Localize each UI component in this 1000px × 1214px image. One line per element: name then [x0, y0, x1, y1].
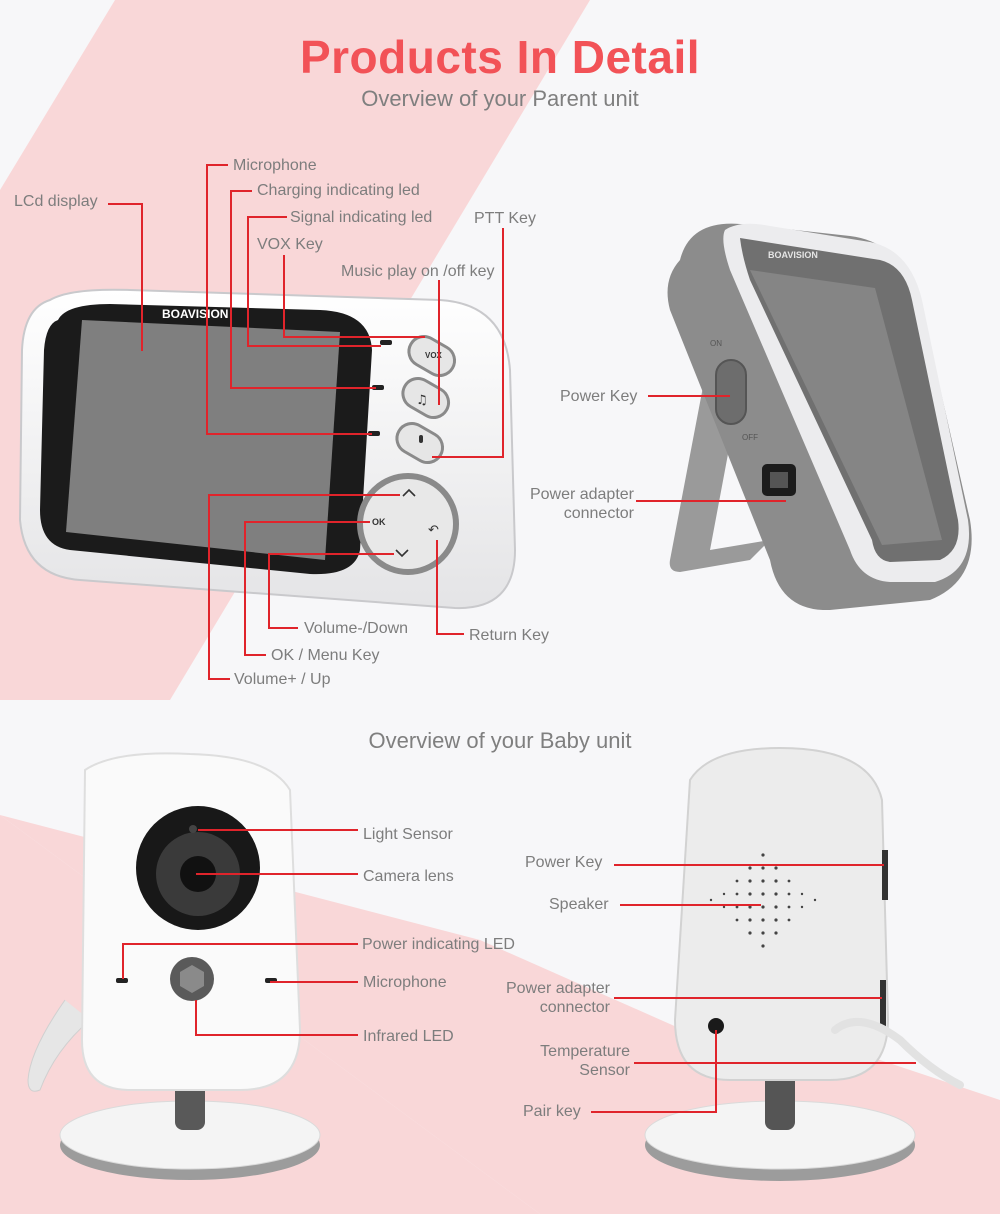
leader-line: [141, 203, 143, 351]
leader-line: [268, 553, 394, 555]
label-music-key: Music play on /off key: [341, 263, 495, 280]
leader-line: [206, 164, 208, 435]
parent-unit-side-image: BOAVISION ON OFF: [667, 223, 972, 610]
leader-line: [247, 216, 249, 346]
label-side-power-key: Power Key: [560, 388, 638, 405]
leader-line: [634, 1062, 916, 1064]
leader-line: [283, 255, 285, 337]
leader-line: [230, 190, 232, 389]
leader-line: [270, 981, 358, 983]
baby-unit-front-image: [27, 752, 321, 1180]
label-back-power-key: Power Key: [525, 854, 603, 871]
leader-line: [208, 494, 210, 680]
parent-unit-front-image: BOAVISION VOX ♫ OK ↶: [18, 288, 517, 610]
leader-line: [208, 494, 400, 496]
leader-line: [715, 1030, 717, 1113]
label-pair-key: Pair key: [523, 1103, 581, 1120]
leader-line: [591, 1111, 717, 1113]
leader-line: [122, 943, 124, 979]
page-title: Products In Detail: [299, 31, 701, 83]
leader-line: [195, 1000, 197, 1036]
leader-line: [244, 521, 370, 523]
baby-unit-subtitle: Overview of your Baby unit: [368, 728, 632, 753]
label-power-led: Power indicating LED: [362, 936, 515, 953]
leader-line: [283, 336, 425, 338]
leader-line: [436, 540, 438, 634]
parent-unit-subtitle: Overview of your Parent unit: [361, 86, 639, 111]
leader-line: [196, 873, 358, 875]
svg-text:OK: OK: [372, 517, 386, 527]
label-side-power-adapter: Power adapter connector: [529, 486, 634, 523]
leader-line: [614, 997, 882, 999]
svg-text:VOX: VOX: [425, 351, 443, 360]
svg-text:BOAVISION: BOAVISION: [768, 250, 818, 260]
label-ok-menu-key: OK / Menu Key: [271, 647, 380, 664]
svg-text:BOAVISION: BOAVISION: [162, 307, 228, 321]
leader-line: [230, 387, 376, 389]
label-microphone: Microphone: [233, 157, 317, 174]
baby-unit-back-image: [644, 746, 964, 1181]
leader-line: [436, 633, 464, 635]
leader-line: [206, 433, 372, 435]
svg-text:♫: ♫: [416, 393, 428, 408]
label-speaker: Speaker: [549, 896, 609, 913]
label-vox-key: VOX Key: [257, 236, 323, 253]
leader-line: [244, 654, 266, 656]
leader-line: [268, 627, 298, 629]
leader-line: [648, 395, 730, 397]
leader-line: [108, 203, 143, 205]
leader-line: [195, 1034, 358, 1036]
svg-text:↶: ↶: [428, 523, 439, 538]
leader-line: [122, 943, 358, 945]
label-charging-led: Charging indicating led: [257, 182, 420, 199]
label-lcd-display: LCd display: [14, 193, 98, 210]
leader-line: [230, 190, 252, 192]
leader-line: [268, 553, 270, 629]
leader-line: [502, 228, 504, 458]
label-temperature-sensor: Temperature Sensor: [540, 1043, 630, 1080]
label-back-power-adapter: Power adapter connector: [505, 980, 610, 1017]
label-infrared-led: Infrared LED: [363, 1028, 454, 1045]
label-camera-lens: Camera lens: [363, 868, 454, 885]
leader-line: [432, 456, 504, 458]
svg-text:OFF: OFF: [742, 433, 758, 442]
svg-text:ON: ON: [710, 339, 722, 348]
leader-line: [247, 345, 381, 347]
label-volume-up: Volume+ / Up: [234, 671, 331, 688]
leader-line: [438, 280, 440, 405]
label-volume-down: Volume-/Down: [304, 620, 409, 637]
leader-line: [636, 500, 786, 502]
label-light-sensor: Light Sensor: [363, 826, 453, 843]
label-signal-led: Signal indicating led: [290, 209, 433, 226]
label-ptt-key: PTT Key: [474, 210, 536, 227]
leader-line: [247, 216, 287, 218]
leader-line: [244, 521, 246, 655]
leader-line: [208, 678, 230, 680]
leader-line: [620, 904, 761, 906]
leader-line: [198, 829, 358, 831]
leader-line: [206, 164, 228, 166]
label-baby-microphone: Microphone: [363, 974, 447, 991]
leader-line: [614, 864, 884, 866]
label-return-key: Return Key: [469, 627, 550, 644]
